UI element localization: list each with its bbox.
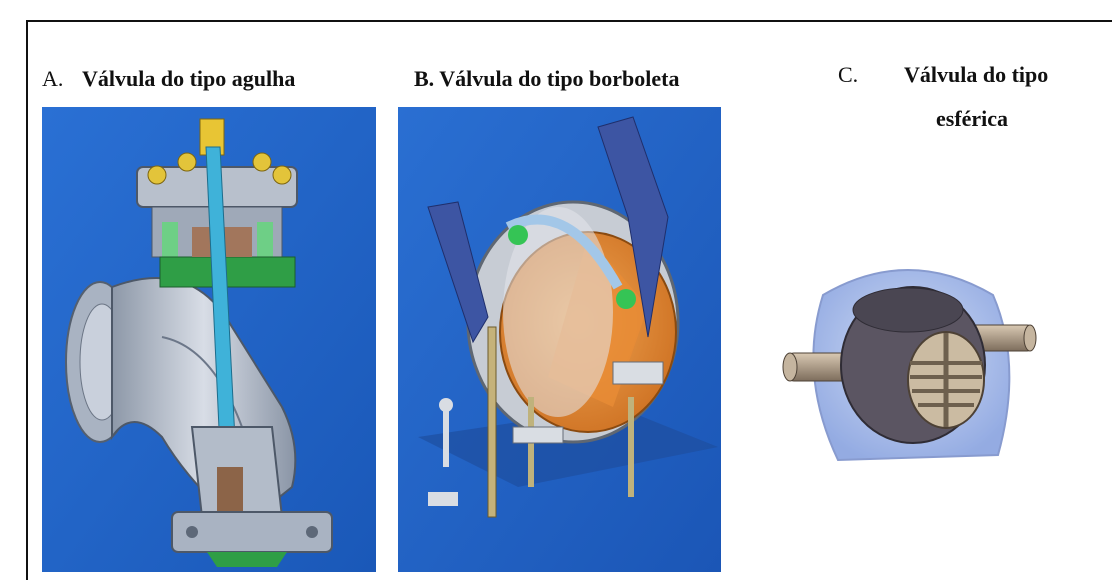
caption-c-line1: Válvula do tipo [904, 62, 1049, 87]
ball-valve-image [778, 255, 1038, 470]
caption-c-line2-wrap: esférica [936, 106, 1008, 132]
figure-frame [26, 20, 1112, 580]
butterfly-valve-image [398, 107, 721, 572]
caption-b-text: Válvula do tipo borboleta [439, 66, 680, 91]
caption-a-text: Válvula do tipo agulha [82, 66, 296, 91]
caption-c-letter: C. [838, 62, 859, 87]
needle-valve-image [42, 107, 376, 572]
caption-b: B. Válvula do tipo borboleta [414, 66, 680, 92]
caption-a: A. Válvula do tipo agulha [42, 66, 295, 92]
caption-b-letter: B. [414, 66, 435, 91]
caption-c-line2: esférica [936, 106, 1009, 131]
caption-a-letter: A. [42, 66, 64, 91]
caption-c: C. Válvula do tipo [838, 62, 1048, 88]
